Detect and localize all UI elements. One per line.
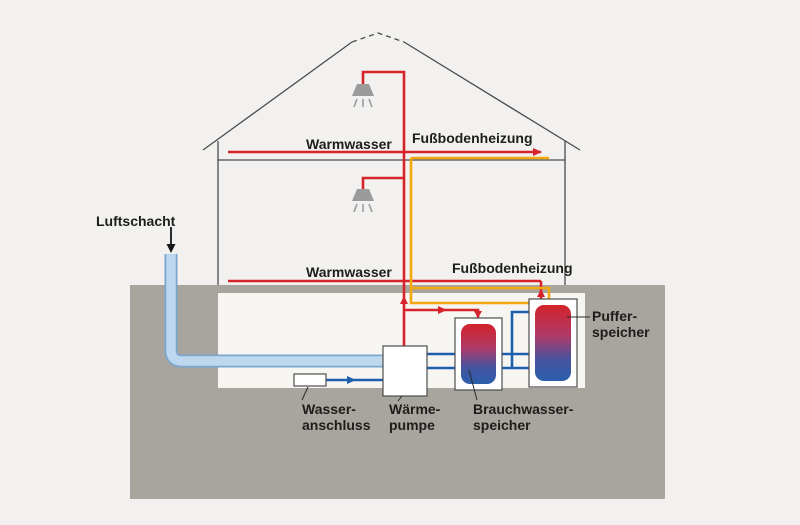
shower-icon-middle-floor [352, 189, 374, 213]
label-waermepumpe-line1: Wärme- [389, 401, 441, 417]
ground-floor-heating-line [411, 286, 551, 301]
label-waermepumpe: Wärme- pumpe [389, 401, 440, 433]
flow-arrows [347, 148, 545, 384]
roof-apex-dashed [351, 32, 405, 43]
label-pufferspeicher: Puffer- speicher [592, 308, 650, 340]
pointer-dhw-tank [468, 369, 478, 401]
floor-heating-pipes [409, 156, 551, 305]
arrow-up-buffer [537, 289, 545, 297]
shower-icon-attic [352, 84, 374, 108]
floor-heating-riser [409, 158, 540, 305]
label-wasseranschluss-line2: anschluss [302, 417, 371, 433]
label-wasseranschluss: Wasser- anschluss [302, 401, 370, 433]
label-pointer-lines [301, 316, 590, 402]
arrow-right-dhw [438, 306, 447, 314]
label-wasseranschluss-line1: Wasser- [302, 401, 356, 417]
shower-branch-middle [361, 176, 404, 190]
label-fussbodenheizung-lower: Fußbodenheizung [452, 260, 573, 276]
label-waermepumpe-line2: pumpe [389, 417, 435, 433]
roof-left [202, 41, 353, 151]
roof-right [403, 41, 581, 151]
arrow-right-mains [347, 376, 356, 384]
heat-pump-box [382, 345, 428, 397]
label-warmwasser-upper: Warmwasser [306, 136, 392, 152]
water-connection-box [293, 373, 327, 387]
buffer-tank [535, 305, 571, 381]
label-fussbodenheizung-upper: Fußbodenheizung [412, 130, 533, 146]
house-outline [202, 32, 581, 285]
air-duct [164, 254, 392, 368]
arrow-down-dhw [474, 311, 482, 318]
dhw-tank [461, 324, 496, 384]
label-brauchwasserspeicher-line2: speicher [473, 417, 531, 433]
riser-main [361, 70, 406, 348]
arrow-up-riser [400, 296, 408, 304]
arrow-right-floorheating [533, 148, 542, 156]
label-luftschacht: Luftschacht [96, 213, 176, 229]
pointer-heat-pump [397, 395, 403, 402]
air-duct-fill [166, 254, 392, 366]
label-pufferspeicher-line2: speicher [592, 324, 650, 340]
label-pufferspeicher-line1: Puffer- [592, 308, 638, 324]
air-intake-arrow-icon [166, 227, 176, 253]
label-brauchwasserspeicher: Brauchwasser- speicher [473, 401, 573, 433]
label-brauchwasserspeicher-line1: Brauchwasser- [473, 401, 574, 417]
pointer-water-connection [301, 386, 309, 401]
label-warmwasser-lower: Warmwasser [306, 264, 392, 280]
